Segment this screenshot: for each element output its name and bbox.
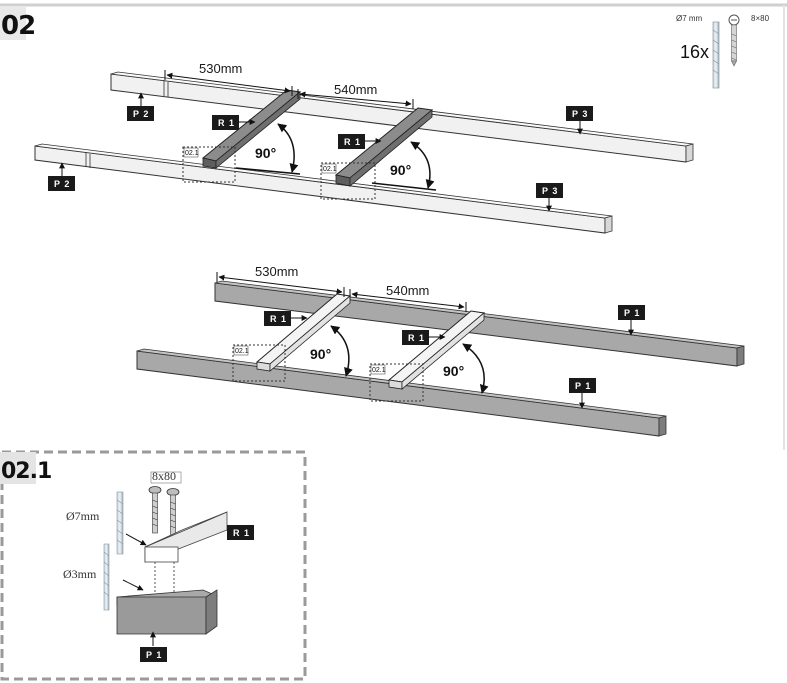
upper-dimension-540: 540mm	[297, 82, 414, 109]
lower-angle-left: 90°	[310, 325, 353, 377]
detail-number: 02.1	[1, 459, 51, 484]
upper-angle-right-label: 90°	[390, 162, 411, 178]
lower-dimension-540-label: 540mm	[386, 283, 429, 298]
step-number: 02	[1, 11, 35, 41]
tag-upper-p3-front-label: P 3	[542, 186, 558, 196]
detail-drill-7mm-icon	[116, 491, 124, 555]
upper-crossbar-left	[201, 89, 302, 169]
tag-lower-r1-left-label: R 1	[270, 314, 287, 324]
detail-drill-7mm-label: Ø7mm	[66, 509, 100, 523]
hardware-legend: Ø7 mm 8×80 16x	[676, 14, 770, 89]
upper-assembly: 530mm 540mm 90° 90° 02.1 02.1	[34, 61, 694, 234]
tag-detail-p1: P 1	[140, 631, 167, 662]
upper-crossbar-right	[334, 107, 434, 187]
lower-detail-ref-left-label: 02.1	[235, 348, 249, 355]
upper-angle-left: 90°	[235, 123, 301, 175]
detail-screw-2-icon	[166, 488, 180, 538]
upper-back-beam	[110, 71, 694, 163]
lower-crossbar-right	[387, 310, 486, 390]
tag-lower-p1-front-label: P 1	[575, 381, 591, 391]
screw-icon	[728, 14, 740, 67]
upper-detail-ref-left-label: 02.1	[185, 150, 199, 157]
detail-drill-3mm-label: Ø3mm	[63, 567, 97, 581]
tag-lower-r1-right: R 1	[402, 330, 446, 345]
lower-detail-ref-left: 02.1	[232, 344, 286, 382]
tag-upper-r1-left: R 1	[212, 115, 256, 130]
tag-detail-r1: R 1	[227, 525, 254, 540]
tag-upper-p2-back-label: P 2	[133, 109, 149, 119]
tag-upper-p2-front: P 2	[48, 162, 75, 191]
tag-lower-r1-right-label: R 1	[408, 333, 425, 343]
upper-detail-ref-right: 02.1	[320, 162, 376, 200]
detail-screw-label: 8x80	[152, 469, 176, 483]
upper-angle-right: 90°	[371, 141, 437, 191]
detail-drill-3mm-icon	[103, 543, 110, 611]
upper-dimension-530-label: 530mm	[199, 61, 242, 76]
upper-detail-ref-left: 02.1	[182, 146, 236, 183]
drill-size-label: Ø7 mm	[676, 14, 703, 23]
tag-lower-p1-back-label: P 1	[624, 308, 640, 318]
screw-size-label: 8×80	[751, 14, 770, 23]
upper-dimension-540-label: 540mm	[334, 82, 377, 97]
tag-lower-r1-left: R 1	[264, 311, 308, 326]
tag-detail-p1-label: P 1	[146, 650, 162, 660]
tag-lower-p1-front: P 1	[569, 378, 596, 409]
tag-upper-p2-front-label: P 2	[54, 179, 70, 189]
lower-dimension-540: 540mm	[349, 283, 467, 312]
tag-upper-r1-left-label: R 1	[218, 118, 235, 128]
lower-dimension-530: 530mm	[216, 264, 345, 297]
tag-detail-r1-label: R 1	[233, 528, 250, 538]
lower-dimension-530-label: 530mm	[255, 264, 298, 279]
tag-upper-p3-back-label: P 3	[572, 109, 588, 119]
upper-dimension-530: 530mm	[164, 61, 293, 96]
hardware-count: 16x	[680, 42, 709, 62]
lower-detail-ref-right: 02.1	[369, 363, 424, 402]
detail-p1-beam	[116, 589, 218, 635]
lower-assembly: 530mm 540mm 90° 90° 02.1 02.1	[136, 264, 745, 437]
detail-screw-1-icon	[148, 486, 162, 534]
detail-r1-board	[144, 511, 228, 563]
tag-upper-r1-right: R 1	[338, 134, 382, 149]
detail-panel: 02.1 8x80 R 1	[0, 450, 307, 681]
detail-number-badge	[0, 452, 36, 484]
drill-bit-icon	[712, 21, 720, 89]
lower-detail-ref-right-label: 02.1	[372, 367, 386, 374]
tag-upper-p3-back: P 3	[566, 106, 593, 135]
tag-lower-p1-back: P 1	[618, 305, 645, 336]
lower-angle-left-label: 90°	[310, 346, 331, 362]
upper-angle-left-label: 90°	[255, 145, 276, 161]
tag-upper-p3-front: P 3	[536, 183, 563, 212]
lower-angle-right-label: 90°	[443, 363, 464, 379]
upper-detail-ref-right-label: 02.1	[323, 166, 337, 173]
step-number-badge: 02	[0, 6, 36, 41]
upper-front-beam	[34, 143, 613, 234]
tag-upper-r1-right-label: R 1	[344, 137, 361, 147]
tag-upper-p2-back: P 2	[127, 92, 154, 121]
lower-angle-right: 90°	[443, 343, 489, 394]
